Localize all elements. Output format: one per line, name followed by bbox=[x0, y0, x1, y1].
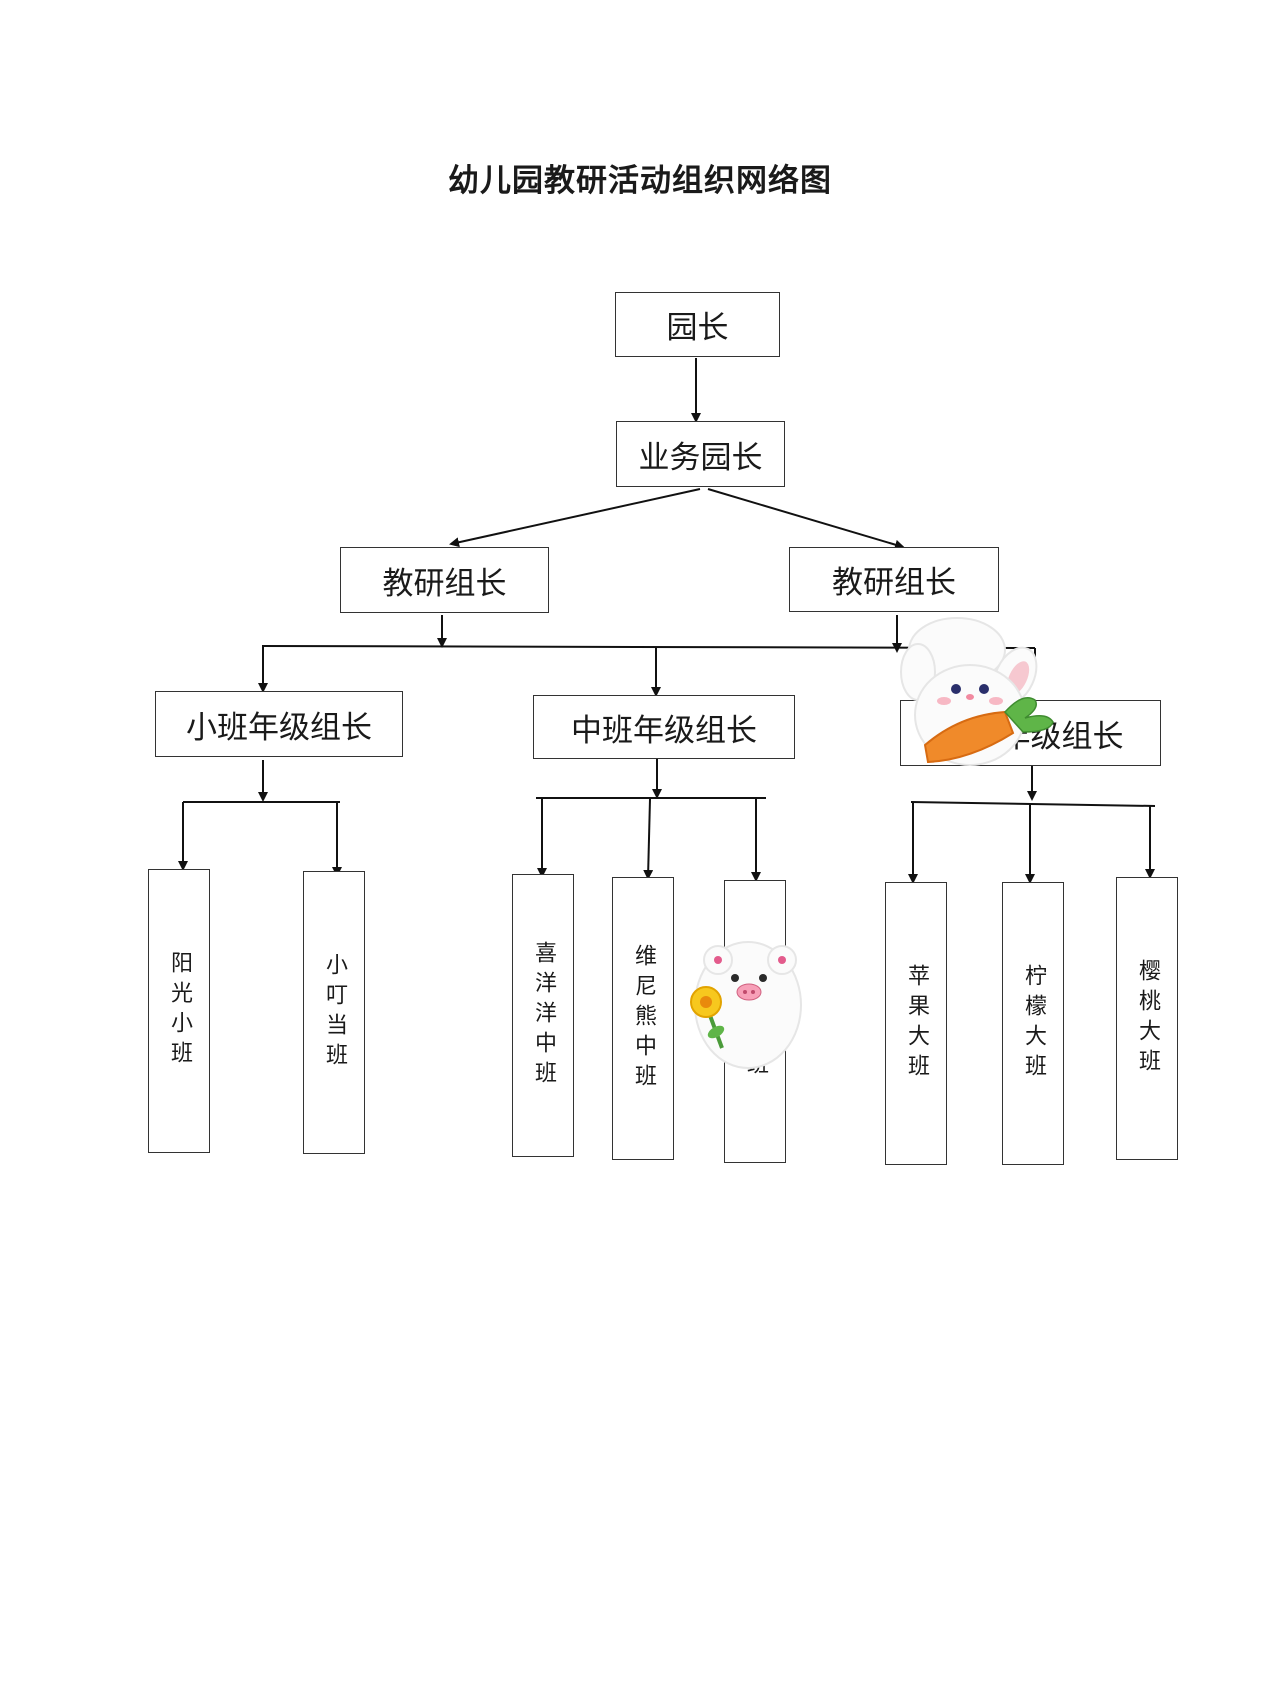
large-grade-lead-label: 大班年级组长 bbox=[937, 718, 1124, 755]
class-box-middle-2: 维尼熊中班 bbox=[612, 877, 674, 1160]
class-label: 柠檬大班 bbox=[1021, 963, 1046, 1084]
class-label: 阳光小班 bbox=[167, 951, 192, 1071]
class-label: 苹果大班 bbox=[904, 963, 929, 1084]
class-box-middle-1: 喜洋洋中班 bbox=[512, 874, 574, 1157]
middle-grade-lead-box: 中班年级组长 bbox=[533, 695, 795, 759]
principal-box: 园长 bbox=[615, 292, 780, 357]
class-label: 哈喽中班 bbox=[743, 961, 768, 1082]
vice-principal-label: 业务园长 bbox=[638, 439, 763, 476]
class-label: 小叮当班 bbox=[322, 952, 347, 1073]
research-lead-box-2: 教研组长 bbox=[789, 547, 999, 612]
class-box-middle-3: 哈喽中班 bbox=[724, 880, 786, 1163]
class-label: 喜洋洋中班 bbox=[531, 940, 556, 1091]
middle-grade-lead-label: 中班年级组长 bbox=[571, 712, 757, 749]
vice-principal-box: 业务园长 bbox=[616, 421, 785, 487]
class-label: 维尼熊中班 bbox=[631, 943, 656, 1094]
research-lead-label-1: 教研组长 bbox=[382, 565, 507, 602]
research-lead-box-1: 教研组长 bbox=[340, 547, 549, 613]
class-box-large-1: 苹果大班 bbox=[885, 882, 947, 1165]
class-label: 樱桃大班 bbox=[1135, 958, 1160, 1079]
class-box-large-3: 樱桃大班 bbox=[1116, 877, 1178, 1160]
research-lead-label-2: 教研组长 bbox=[832, 565, 956, 601]
small-grade-lead-box: 小班年级组长 bbox=[155, 691, 403, 757]
large-grade-lead-box: 大班年级组长 bbox=[900, 700, 1161, 766]
principal-label: 园长 bbox=[666, 310, 729, 346]
small-grade-lead-label: 小班年级组长 bbox=[186, 709, 372, 746]
class-box-large-2: 柠檬大班 bbox=[1002, 882, 1064, 1165]
class-box-small-1: 阳光小班 bbox=[148, 869, 210, 1153]
page-title: 幼儿园教研活动组织网络图 bbox=[448, 163, 832, 199]
class-box-small-2: 小叮当班 bbox=[303, 871, 365, 1154]
